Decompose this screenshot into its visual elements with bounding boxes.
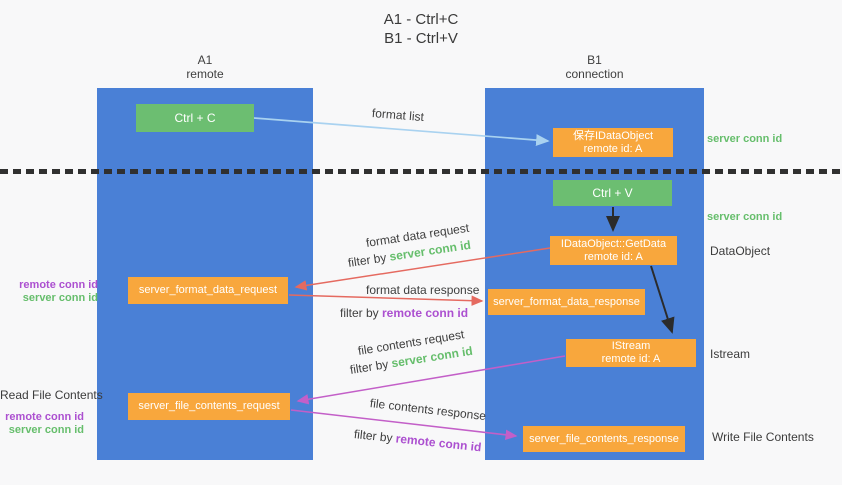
remote-conn-id-label-top-left: remote conn id bbox=[19, 279, 98, 291]
save-idataobject-line2: remote id: A bbox=[583, 142, 643, 155]
remote-conn-id-label-bottom-left: remote conn id bbox=[5, 411, 84, 423]
idataobject-getdata-node: IDataObject::GetData remote id: A bbox=[550, 236, 677, 265]
file-contents-response-filter-label: filter by remote conn id bbox=[353, 427, 482, 454]
server-format-data-response-node: server_format_data_response bbox=[488, 289, 645, 315]
server-conn-id-label-bottom-left: server conn id bbox=[8, 424, 84, 436]
ctrl-c-label: Ctrl + C bbox=[174, 111, 216, 125]
server-conn-id-label-mid-right: server conn id bbox=[707, 211, 783, 223]
dataobject-label: DataObject bbox=[710, 244, 771, 258]
istream-line1: IStream bbox=[611, 340, 651, 352]
server-file-contents-response-node: server_file_contents_response bbox=[523, 426, 685, 452]
getdata-line1: IDataObject::GetData bbox=[560, 237, 667, 250]
read-file-contents-label: Read File Contents bbox=[0, 388, 103, 402]
server-format-data-request-node: server_format_data_request bbox=[128, 277, 288, 304]
server-file-contents-response-label: server_file_contents_response bbox=[529, 432, 679, 445]
column-header-a1: A1 remote bbox=[97, 53, 313, 81]
save-idataobject-line1: 保存IDataObject bbox=[572, 129, 654, 142]
filter-by-text: filter by bbox=[353, 427, 397, 446]
istream-side-label: Istream bbox=[710, 347, 751, 361]
ctrl-v-label: Ctrl + V bbox=[592, 186, 633, 200]
column-header-b1: B1 connection bbox=[485, 53, 704, 81]
server-conn-id-label-top-right: server conn id bbox=[707, 133, 783, 145]
save-idataobject-node: 保存IDataObject remote id: A bbox=[553, 128, 673, 157]
filter-by-text: filter by bbox=[346, 249, 391, 270]
diagram-title-line2: B1 - Ctrl+V bbox=[384, 30, 458, 47]
column-a1-subtitle: remote bbox=[186, 67, 224, 81]
remote-conn-id-text: remote conn id bbox=[395, 431, 483, 455]
format-data-response-label: format data response bbox=[366, 283, 480, 297]
diagram-title-line1: A1 - Ctrl+C bbox=[383, 11, 459, 28]
format-list-label: format list bbox=[371, 106, 425, 125]
ctrl-c-node: Ctrl + C bbox=[136, 104, 254, 132]
getdata-line2: remote id: A bbox=[584, 250, 643, 263]
remote-conn-id-text: remote conn id bbox=[382, 306, 469, 320]
file-contents-response-label: file contents response bbox=[369, 396, 487, 424]
filter-by-text: filter by bbox=[340, 306, 383, 320]
dotted-separator-line bbox=[0, 169, 842, 174]
write-file-contents-label: Write File Contents bbox=[712, 430, 814, 444]
server-format-data-request-label: server_format_data_request bbox=[138, 284, 278, 296]
server-file-contents-request-label: server_file_contents_request bbox=[138, 400, 280, 412]
istream-node: IStream remote id: A bbox=[566, 339, 696, 367]
istream-line2: remote id: A bbox=[601, 353, 661, 365]
diagram-title: A1 - Ctrl+C B1 - Ctrl+V bbox=[0, 10, 842, 48]
server-conn-id-label-top-left: server conn id bbox=[22, 292, 98, 304]
ctrl-v-node: Ctrl + V bbox=[553, 180, 672, 206]
column-b1-subtitle: connection bbox=[565, 67, 624, 81]
column-a1-name: A1 bbox=[197, 53, 213, 67]
format-data-response-filter-label: filter by remote conn id bbox=[340, 306, 468, 320]
server-file-contents-request-node: server_file_contents_request bbox=[128, 393, 290, 420]
filter-by-text: filter by bbox=[348, 356, 393, 377]
column-b1-name: B1 bbox=[587, 53, 602, 67]
server-format-data-response-label: server_format_data_response bbox=[493, 295, 640, 308]
